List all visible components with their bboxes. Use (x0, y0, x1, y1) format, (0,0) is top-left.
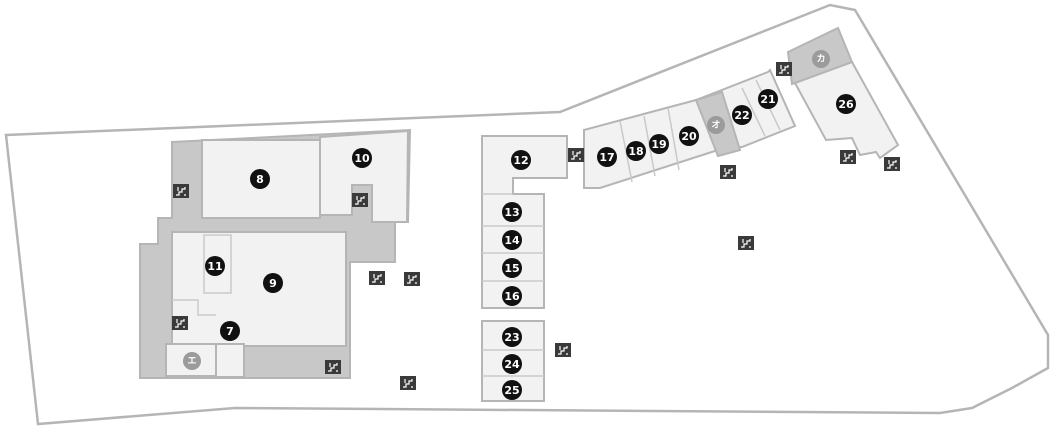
svg-text:22: 22 (734, 109, 749, 122)
shop-marker-7[interactable]: 7 (220, 321, 240, 341)
shop-marker-20[interactable]: 20 (679, 126, 699, 146)
svg-text:19: 19 (651, 138, 666, 151)
shop-marker-10[interactable]: 10 (352, 148, 372, 168)
shop-marker-17[interactable]: 17 (597, 147, 617, 167)
shop-marker-13[interactable]: 13 (502, 202, 522, 222)
svg-text:カ: カ (816, 54, 825, 65)
shop-marker-16[interactable]: 16 (502, 286, 522, 306)
staircase-icon (720, 165, 736, 179)
area-marker-o[interactable]: オ (707, 116, 725, 134)
shop-marker-15[interactable]: 15 (502, 258, 522, 278)
staircase-icon (776, 62, 792, 76)
shop-marker-19[interactable]: 19 (649, 134, 669, 154)
svg-text:エ: エ (187, 357, 196, 367)
svg-text:14: 14 (504, 234, 520, 247)
shop-marker-22[interactable]: 22 (732, 105, 752, 125)
staircase-icon (400, 376, 416, 390)
svg-text:18: 18 (628, 145, 643, 158)
building-a (139, 128, 412, 379)
svg-text:9: 9 (269, 277, 277, 290)
shop-marker-24[interactable]: 24 (502, 354, 522, 374)
svg-text:25: 25 (504, 384, 519, 397)
svg-text:16: 16 (504, 290, 520, 303)
staircase-icon (325, 360, 341, 374)
svg-text:21: 21 (760, 93, 775, 106)
staircase-icon (369, 271, 385, 285)
svg-text:7: 7 (226, 325, 234, 338)
svg-text:20: 20 (681, 130, 697, 143)
svg-text:24: 24 (504, 358, 520, 371)
svg-text:13: 13 (504, 206, 519, 219)
area-marker-ka[interactable]: カ (812, 50, 830, 68)
shop-marker-14[interactable]: 14 (502, 230, 522, 250)
staircase-icon (173, 184, 189, 198)
shop-marker-21[interactable]: 21 (758, 89, 778, 109)
svg-text:オ: オ (711, 120, 720, 131)
shop-marker-26[interactable]: 26 (836, 94, 856, 114)
staircase-icon (555, 343, 571, 357)
shop-marker-11[interactable]: 11 (205, 256, 225, 276)
shop-marker-25[interactable]: 25 (502, 380, 522, 400)
svg-text:10: 10 (354, 152, 370, 165)
svg-text:23: 23 (504, 331, 519, 344)
staircase-icon (404, 272, 420, 286)
area-marker-e[interactable]: エ (183, 352, 201, 370)
shop-marker-9[interactable]: 9 (263, 273, 283, 293)
staircase-icon (738, 236, 754, 250)
staircase-icon (172, 316, 188, 330)
staircase-icon (840, 150, 856, 164)
svg-text:8: 8 (256, 173, 264, 186)
shop-marker-23[interactable]: 23 (502, 327, 522, 347)
shop-marker-12[interactable]: 12 (511, 150, 531, 170)
staircase-icon (884, 157, 900, 171)
svg-text:26: 26 (838, 98, 854, 111)
svg-text:11: 11 (207, 260, 222, 273)
staircase-icon (352, 193, 368, 207)
svg-text:15: 15 (504, 262, 519, 275)
svg-text:17: 17 (599, 151, 614, 164)
svg-text:12: 12 (513, 154, 528, 167)
shop-marker-18[interactable]: 18 (626, 141, 646, 161)
shop-marker-8[interactable]: 8 (250, 169, 270, 189)
staircase-icon (568, 148, 584, 162)
